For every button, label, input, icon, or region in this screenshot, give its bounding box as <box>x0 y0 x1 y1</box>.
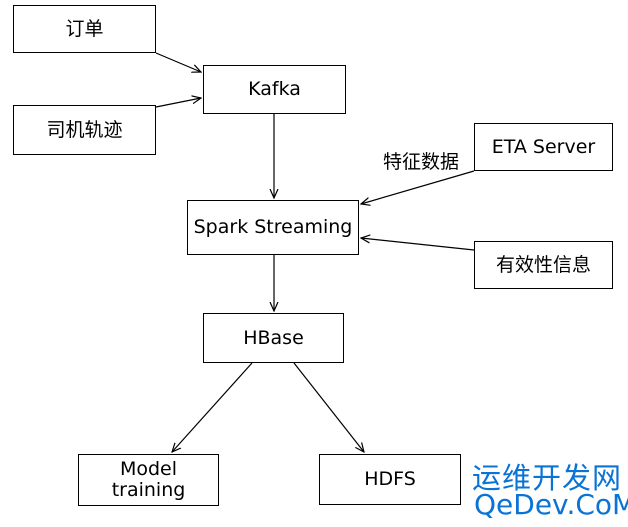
arrow-hbase-to-model <box>172 362 253 452</box>
node-model-training-label-line2: training <box>111 479 186 501</box>
node-eta-server-label: ETA Server <box>491 135 596 158</box>
node-validity-info: 有效性信息 <box>474 241 613 289</box>
arrow-driver-to-kafka <box>155 98 201 108</box>
node-hbase-label: HBase <box>243 326 304 349</box>
node-order: 订单 <box>13 5 156 53</box>
node-validity-info-label: 有效性信息 <box>495 253 591 276</box>
arrow-hbase-to-hdfs <box>293 362 364 452</box>
node-driver-trajectory: 司机轨迹 <box>13 105 156 155</box>
node-kafka-label: Kafka <box>248 78 301 101</box>
node-model-training: Model training <box>78 454 219 506</box>
node-hdfs-label: HDFS <box>364 468 416 491</box>
node-hbase: HBase <box>203 313 344 363</box>
node-eta-server: ETA Server <box>474 123 613 171</box>
edge-label-feature-data: 特征数据 <box>383 151 460 173</box>
arrow-order-to-kafka <box>155 52 201 72</box>
arrow-eta-to-spark <box>361 170 475 204</box>
watermark-line1: 运维开发网 <box>472 461 623 495</box>
watermark-line2: QeDev.CoM <box>474 488 628 521</box>
node-spark-streaming-label: Spark Streaming <box>193 216 353 239</box>
node-kafka: Kafka <box>203 65 346 114</box>
node-order-label: 订单 <box>65 17 104 40</box>
node-hdfs: HDFS <box>319 454 461 505</box>
node-model-training-label-line1: Model <box>119 458 178 481</box>
arrow-validity-to-spark <box>361 238 475 251</box>
node-driver-trajectory-label: 司机轨迹 <box>46 118 123 141</box>
node-spark-streaming: Spark Streaming <box>187 200 359 255</box>
